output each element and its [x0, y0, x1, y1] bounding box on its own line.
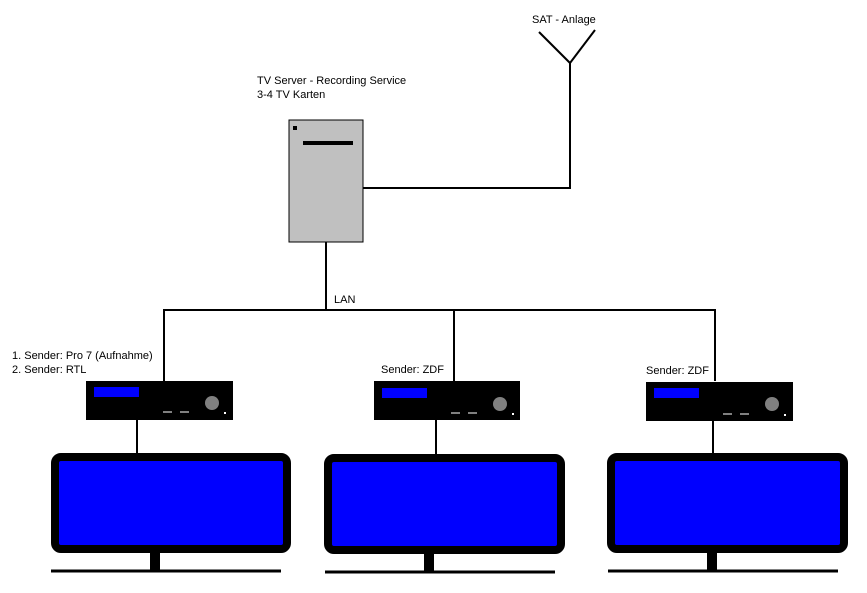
hdmi-connectors — [136, 420, 714, 454]
lan-network — [163, 242, 716, 381]
tv-1-icon — [51, 453, 291, 573]
receiver-2 — [374, 381, 520, 420]
sat-antenna-icon — [538, 29, 596, 188]
tv-3-icon — [607, 453, 848, 573]
server-subtitle: 3-4 TV Karten — [257, 89, 326, 101]
tv-2-icon — [324, 454, 565, 574]
receiver-3 — [646, 382, 793, 421]
receiver-1 — [86, 381, 233, 420]
receiver-2-channel: Sender: ZDF — [381, 364, 444, 376]
tv-server-icon — [288, 119, 364, 243]
server-title: TV Server - Recording Service — [257, 75, 407, 87]
lan-label: LAN — [334, 294, 356, 306]
sat-antenna-label: SAT - Anlage — [532, 14, 596, 26]
receiver-3-channel: Sender: ZDF — [646, 365, 709, 377]
receiver-1-channel-1: 1. Sender: Pro 7 (Aufnahme) — [12, 350, 153, 362]
receiver-1-channel-2: 2. Sender: RTL — [12, 364, 87, 376]
